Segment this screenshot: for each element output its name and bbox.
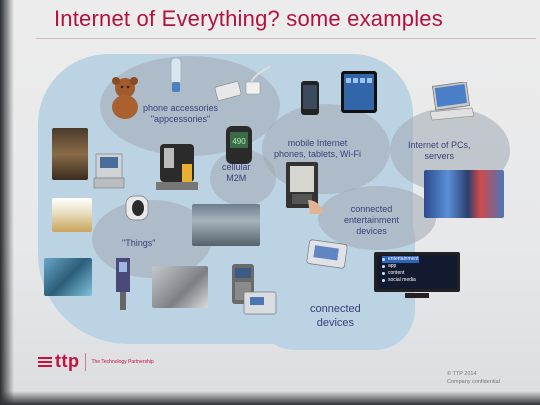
label-things-text: "Things" bbox=[122, 238, 156, 248]
tv-menu-item-social-media: social media bbox=[382, 277, 419, 284]
label-m2m: M2M bbox=[226, 173, 247, 183]
ttp-logo: ttp The Technology Partnership bbox=[38, 351, 154, 372]
cellular-m2m-device-icon: 490 bbox=[226, 126, 252, 164]
smartphone-icon bbox=[301, 81, 319, 115]
label-phone-accessories: phone accessories "appcessories" bbox=[143, 103, 218, 125]
copyright-line: © TTP 2014 bbox=[447, 371, 477, 377]
inhaler-icon bbox=[170, 57, 182, 92]
tv-menu-item-content: content bbox=[382, 270, 419, 277]
label-cellular: cellular bbox=[222, 162, 251, 172]
company-tagline: The Technology Partnership bbox=[91, 358, 154, 365]
teddy-bear-icon bbox=[112, 77, 138, 119]
logo-separator bbox=[85, 352, 87, 371]
hand-device-image bbox=[152, 266, 208, 308]
label-phone-accessories-line1: phone accessories bbox=[143, 103, 219, 113]
e-reader-icon bbox=[286, 162, 324, 214]
street-scene-image bbox=[192, 204, 260, 246]
accessory-device-icon bbox=[214, 81, 242, 101]
title-divider bbox=[36, 38, 536, 39]
shelf-tags-image bbox=[52, 198, 92, 232]
label-internet-of-pcs-line1: Internet of PCs, bbox=[408, 140, 471, 150]
tv-menu-item-app: app bbox=[382, 263, 419, 270]
slide-title: Internet of Everything? some examples bbox=[54, 6, 443, 31]
label-servers: servers bbox=[424, 151, 455, 161]
medical-pump-icon bbox=[116, 258, 130, 310]
cable-accessory-icon bbox=[245, 65, 271, 95]
tv-menu: entertainment app content social media bbox=[382, 256, 419, 284]
tablet-icon bbox=[341, 71, 377, 113]
smart-kitchen-image bbox=[52, 128, 88, 180]
bubble-connected-entertainment bbox=[318, 186, 436, 250]
logo-text: ttp bbox=[55, 351, 80, 371]
kiosk-terminal-icon bbox=[93, 153, 125, 189]
tv-menu-item-entertainment: entertainment bbox=[382, 256, 419, 263]
router-box-icon bbox=[243, 291, 277, 315]
label-mobile-internet-line1: mobile Internet bbox=[287, 138, 348, 148]
tv-stand bbox=[405, 293, 429, 298]
label-mobile-internet: mobile Internet phones, tablets, Wi-Fi bbox=[274, 138, 361, 160]
label-connected-entertainment: connected entertainment devices bbox=[344, 204, 399, 237]
label-mobile-internet-line2: phones, tablets, Wi-Fi bbox=[274, 149, 362, 159]
media-device-icon bbox=[306, 239, 348, 269]
crowd-image bbox=[44, 258, 92, 296]
label-connected-devices-line1: connected bbox=[310, 303, 361, 315]
confidential-line: Company confidential bbox=[447, 379, 500, 385]
label-connected-devices-line2: devices bbox=[316, 317, 355, 329]
bubble-mobile-internet bbox=[262, 104, 390, 194]
copyright-notice: © TTP 2014 Company confidential bbox=[447, 370, 500, 386]
label-connected: connected bbox=[350, 204, 393, 214]
label-cellular-m2m: cellular M2M bbox=[222, 162, 251, 184]
label-devices: devices bbox=[356, 226, 387, 236]
smart-meter-icon bbox=[125, 195, 149, 221]
label-connected-devices: connected devices bbox=[310, 302, 361, 330]
laptop-icon bbox=[429, 82, 475, 121]
server-cables-image bbox=[424, 170, 504, 218]
projection-shadow-bottom bbox=[0, 391, 540, 405]
projection-shadow-left bbox=[0, 0, 14, 405]
logo-mark-icon bbox=[38, 356, 52, 367]
m2m-display-readout: 490 bbox=[232, 137, 246, 146]
label-things: "Things" bbox=[122, 238, 155, 249]
label-appcessories: "appcessories" bbox=[150, 114, 211, 124]
beer-tap-icon bbox=[156, 144, 198, 190]
label-internet-of-pcs: Internet of PCs, servers bbox=[408, 140, 471, 162]
label-entertainment: entertainment bbox=[344, 215, 400, 225]
